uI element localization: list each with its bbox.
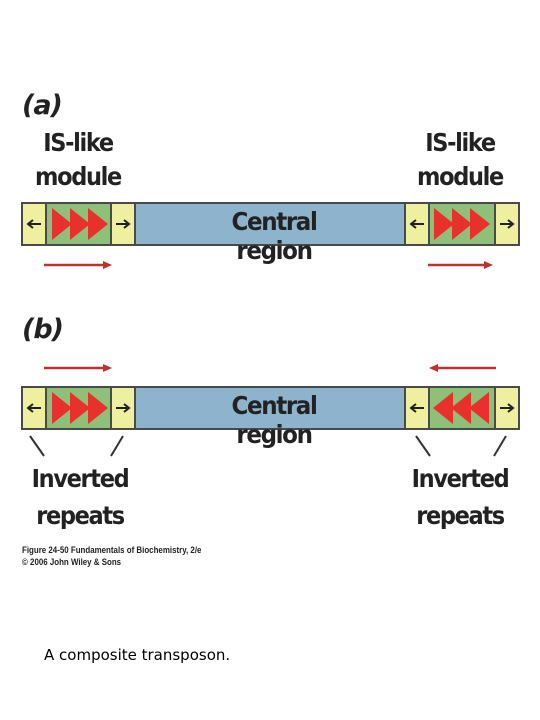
panel-b-label: (b) — [22, 314, 64, 345]
inverted-repeat-arrow-left — [26, 219, 41, 229]
pointer-line — [29, 435, 45, 457]
inverted-repeat-arrow-right — [116, 219, 131, 229]
red-triangle — [452, 208, 472, 240]
right-is-module — [404, 386, 520, 430]
pointer-line — [415, 435, 431, 457]
red-triangle — [70, 392, 90, 424]
inverted-repeat-arrow-right — [500, 403, 515, 413]
direction-arrow-right-module — [428, 261, 493, 269]
caption: A composite transposon. — [44, 646, 231, 664]
red-triangle — [70, 208, 90, 240]
red-triangle — [434, 208, 454, 240]
inverted-repeat-arrow-right — [500, 219, 515, 229]
panel-b-bar — [21, 386, 520, 430]
right-is-module — [404, 202, 520, 246]
panel-a-bar — [21, 202, 520, 246]
direction-arrow-left-module — [44, 364, 112, 372]
credit-line-1: Figure 24-50 Fundamentals of Biochemistr… — [22, 545, 202, 555]
pointer-line — [110, 435, 124, 457]
inverted-repeat-arrow-left — [409, 403, 424, 413]
direction-arrow-left-module — [44, 261, 112, 269]
left-is-module — [21, 202, 136, 246]
left-module-label: IS-like module — [35, 128, 122, 191]
red-triangle — [88, 392, 108, 424]
left-is-module — [21, 386, 136, 430]
credit-line-2: © 2006 John Wiley & Sons — [22, 557, 122, 567]
red-triangle — [88, 208, 108, 240]
central-region-label: Central region — [231, 207, 318, 265]
inverted-repeat-arrow-left — [409, 219, 424, 229]
red-triangle — [52, 208, 72, 240]
right-inverted-repeats-label: Inverted repeats — [411, 464, 510, 530]
inverted-repeat-arrow-right — [116, 403, 131, 413]
red-triangle — [469, 392, 489, 424]
right-module-label: IS-like module — [417, 128, 504, 191]
red-triangle — [433, 392, 453, 424]
inverted-repeat-arrow-left — [26, 403, 41, 413]
red-triangle — [52, 392, 72, 424]
pointer-line — [493, 435, 507, 457]
left-inverted-repeats-label: Inverted repeats — [31, 464, 130, 530]
direction-arrow-right-module — [429, 364, 496, 372]
figure-credit: Figure 24-50 Fundamentals of Biochemistr… — [22, 544, 201, 568]
red-triangle — [470, 208, 490, 240]
red-triangle — [451, 392, 471, 424]
panel-a-label: (a) — [22, 90, 63, 121]
central-region-label: Central region — [231, 391, 318, 449]
